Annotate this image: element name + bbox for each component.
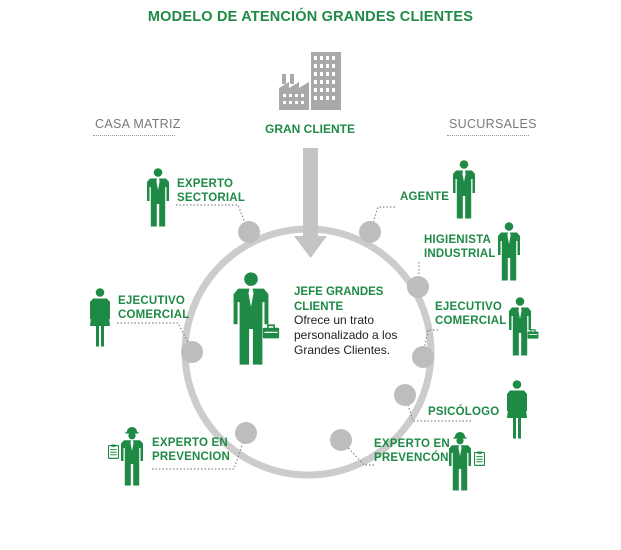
role-experto-prevencion-left: EXPERTO EN PREVENCION <box>152 437 231 463</box>
node-ejecutivo-comercial-left <box>181 341 203 363</box>
right-header: SUCURSALES <box>449 117 537 131</box>
gran-cliente-label: GRAN CLIENTE <box>265 122 355 136</box>
node-higienista <box>407 276 429 298</box>
higienista-person-icon <box>498 222 520 281</box>
node-ejecutivo-comercial-right <box>412 346 434 368</box>
role-experto-sectorial: EXPERTO SECTORIAL <box>177 178 246 204</box>
role-ejecutivo-comercial-left: EJECUTIVO COMERCIAL <box>118 295 190 321</box>
briefcase-icon <box>527 329 539 339</box>
agente-person-icon <box>453 160 475 219</box>
center-description: Ofrece un trato personalizado a los Gran… <box>294 313 398 357</box>
psicologo-woman-icon <box>507 380 527 439</box>
center-title: JEFE GRANDES CLIENTE <box>294 286 384 313</box>
jefe-grandes-cliente-person-icon <box>233 272 269 365</box>
node-agente <box>359 221 381 243</box>
role-experto-prevencion-right: EXPERTO EN PREVENCÓN <box>374 438 450 464</box>
left-header: CASA MATRIZ <box>95 117 181 131</box>
experto-prevencion-worker-icon <box>121 427 143 486</box>
ejecutivo-comercial-right-person-icon <box>509 297 531 356</box>
clipboard-icon <box>108 444 119 459</box>
role-agente: AGENTE <box>400 191 450 203</box>
ring-nodes <box>181 221 434 451</box>
gran-cliente-building-icon <box>279 52 341 110</box>
ejecutivo-comercial-woman-icon <box>90 288 110 347</box>
left-header-underline <box>93 135 175 136</box>
clipboard-icon <box>474 451 485 466</box>
down-arrow-icon <box>294 148 327 258</box>
role-psicologo: PSICÓLOGO <box>428 406 500 418</box>
node-psicologo <box>394 384 416 406</box>
role-higienista-industrial: HIGIENISTA INDUSTRIAL <box>424 234 496 260</box>
right-header-underline <box>447 135 529 136</box>
role-ejecutivo-comercial-right: EJECUTIVO COMERCIAL <box>435 301 507 327</box>
node-experto-sectorial <box>238 221 260 243</box>
briefcase-icon <box>262 324 280 339</box>
node-experto-prevencion-left <box>235 422 257 444</box>
experto-sectorial-person-icon <box>147 168 169 227</box>
node-experto-prevencion-right <box>330 429 352 451</box>
experto-prevencion-right-worker-icon <box>449 432 471 491</box>
diagram-title: MODELO DE ATENCIÓN GRANDES CLIENTES <box>147 9 474 25</box>
